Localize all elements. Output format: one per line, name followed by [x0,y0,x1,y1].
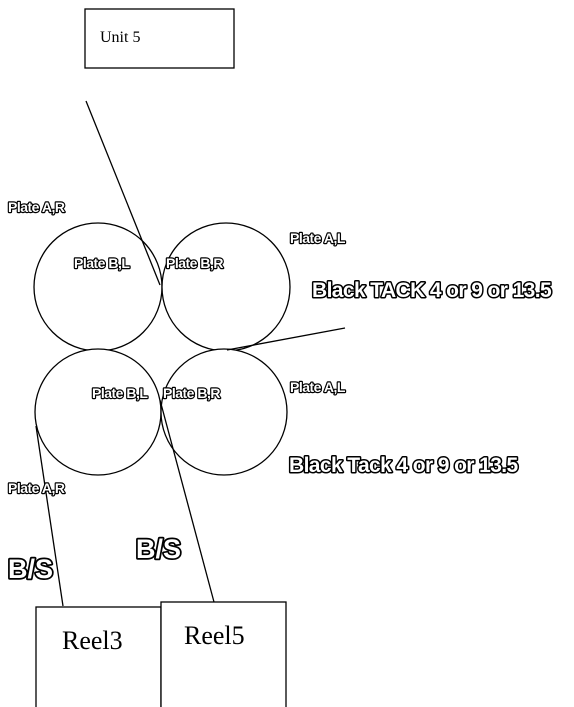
reel5-label: Reel5 [184,621,245,650]
black-tack-bottom-label: Black Tack 4 or 9 or 13.5 [289,454,519,477]
web-line-black-tack [226,327,346,351]
web-line-to-reel3 [35,425,64,607]
web-line-from-unit [85,100,161,286]
plate-al-top-label: Plate A,L [290,230,346,246]
web-line-to-reel5 [159,399,215,603]
plate-ar-bottom-label: Plate A,R [8,480,65,496]
bs-left-label: B/S [8,554,53,584]
black-tack-top-label: Black TACK 4 or 9 or 13.5 [312,279,552,302]
cylinder-bottom-right [160,348,288,476]
plate-bl-bottom-label: Plate B,L [92,385,148,401]
unit-label: Unit 5 [100,29,140,46]
cylinder-top-right [161,222,291,352]
plate-br-bottom-label: Plate B,R [163,385,220,401]
reel3-label: Reel3 [62,626,123,655]
plate-br-top-label: Plate B,R [166,255,223,271]
unit-box [84,8,235,69]
cylinder-bottom-left [34,348,162,476]
plate-al-bottom-label: Plate A,L [290,379,346,395]
bs-right-label: B/S [136,534,181,564]
plate-bl-top-label: Plate B,L [74,255,130,271]
plate-ar-top-label: Plate A,R [8,199,65,215]
reel5-box [160,601,287,707]
reel3-box [35,606,162,707]
